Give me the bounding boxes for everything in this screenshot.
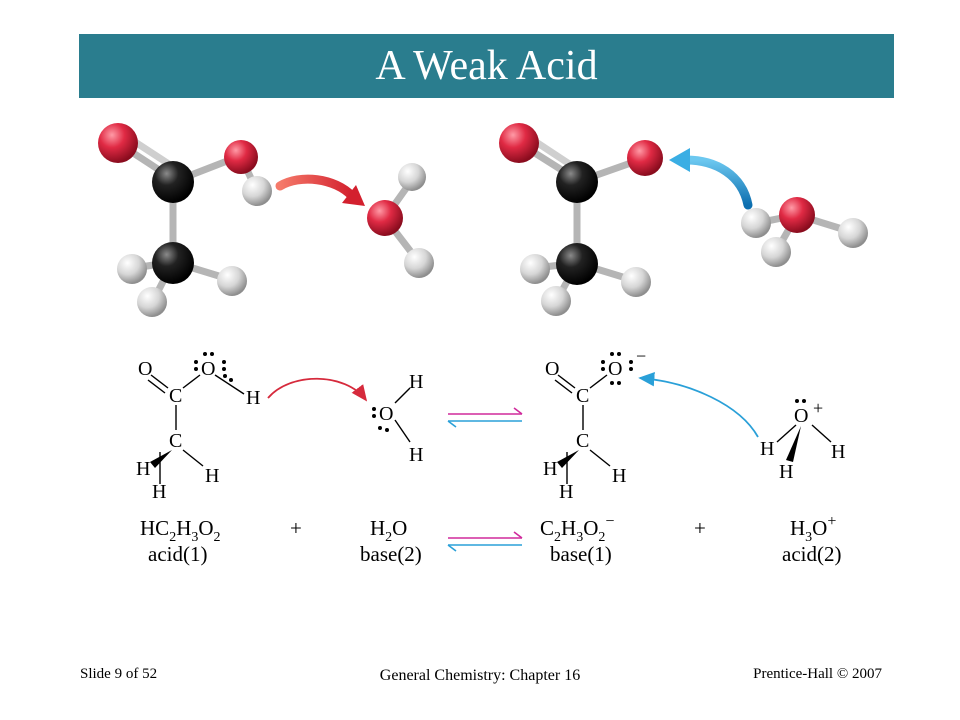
publisher-credit: Prentice-Hall © 2007 — [753, 666, 882, 682]
atom-h-bottom: H — [152, 481, 166, 503]
atom-c-carbonyl: C — [169, 385, 182, 407]
atom-h-top: H — [409, 371, 423, 393]
atom-h-bottom-water: H — [409, 444, 423, 466]
atom-o-hydroxyl: O — [201, 358, 215, 380]
acetate-lewis: O C O − C H H H — [543, 346, 646, 503]
equilibrium-arrows-bottom — [447, 531, 523, 552]
hydronium-model — [741, 197, 868, 267]
atom-c-carbonyl-acetate: C — [576, 385, 589, 407]
label-base-2: base(2) — [360, 542, 422, 566]
proton-transfer-arrow-lewis — [267, 377, 368, 402]
atom-o-water: O — [379, 403, 393, 425]
atom-o-double-acetate: O — [545, 358, 559, 380]
acetic-acid-model — [98, 123, 272, 317]
plus-sign-1: + — [290, 516, 302, 540]
acetate-model — [499, 123, 663, 316]
charge-minus: − — [636, 346, 646, 366]
slide-number: Slide 9 of 52 — [80, 666, 158, 682]
course-title: General Chemistry: Chapter 16 — [379, 667, 581, 684]
formula-acetic-acid: HC2H3O2 — [140, 516, 221, 545]
reaction-equation: HC2H3O2 acid(1) + H2O base(2) C2H3O2− ba… — [140, 513, 841, 566]
atom-c-methyl-acetate: C — [576, 430, 589, 452]
atom-o-minus: O — [608, 358, 622, 380]
arrow-head-blue — [669, 148, 690, 172]
atom-h-right: H — [205, 465, 219, 487]
arrow-head-red — [342, 185, 365, 206]
equilibrium-arrows-top — [447, 407, 523, 428]
hydronium-lewis: O + H H H — [760, 398, 845, 483]
atom-h-left-acetate: H — [543, 458, 557, 480]
atom-h-right-acetate: H — [612, 465, 626, 487]
title-bar: A Weak Acid — [79, 34, 894, 98]
slide-title: A Weak Acid — [375, 43, 598, 89]
atom-h-acidic: H — [246, 387, 260, 409]
atom-o-double: O — [138, 358, 152, 380]
proton-transfer-arrow-model — [275, 174, 357, 201]
formula-hydronium: H3O+ — [790, 513, 836, 545]
proton-return-arrow-lewis — [638, 371, 759, 438]
atom-h-bottom-hydronium: H — [779, 461, 793, 483]
label-base-1: base(1) — [550, 542, 612, 566]
plus-sign-2: + — [694, 516, 706, 540]
water-model — [367, 163, 434, 278]
formula-water: H2O — [370, 516, 407, 545]
acetic-acid-lewis: O C O H C H H H — [136, 352, 260, 503]
formula-acetate: C2H3O2− — [540, 513, 614, 545]
atom-h-left-hydronium: H — [760, 438, 774, 460]
atom-c-methyl: C — [169, 430, 182, 452]
atom-h-right-hydronium: H — [831, 441, 845, 463]
atom-o-hydronium: O — [794, 405, 808, 427]
water-lewis: H O H — [372, 371, 423, 466]
charge-plus: + — [813, 398, 823, 418]
label-acid-2: acid(2) — [782, 542, 841, 566]
atom-h-bottom-acetate: H — [559, 481, 573, 503]
label-acid-1: acid(1) — [148, 542, 207, 566]
proton-return-arrow-model — [681, 155, 753, 210]
atom-h-left: H — [136, 458, 150, 480]
